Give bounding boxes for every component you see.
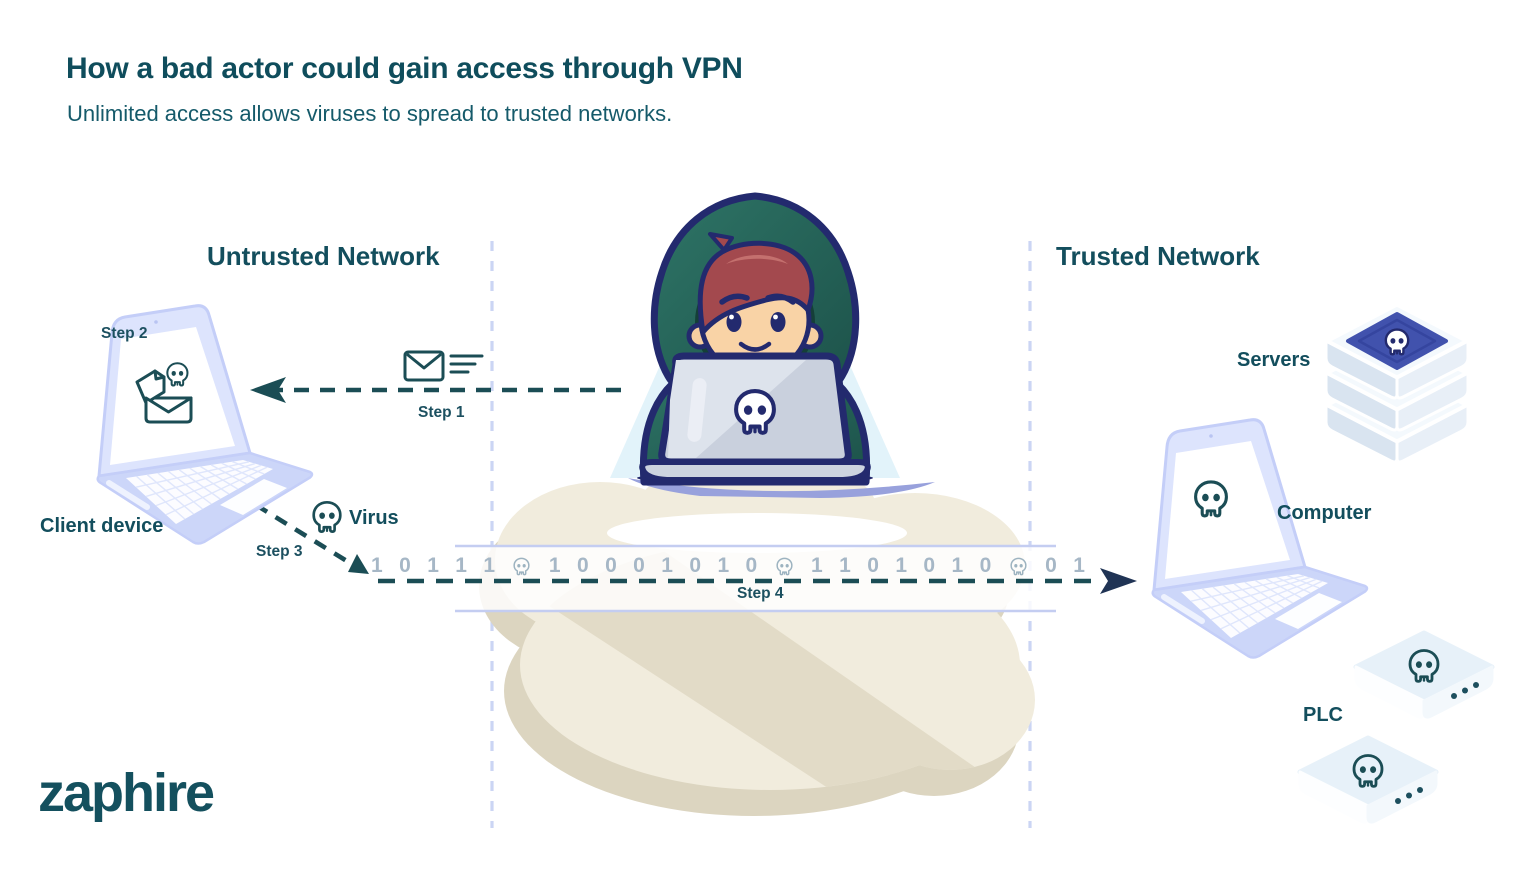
skull-glyph — [1010, 557, 1027, 575]
binary-digit: 1 — [455, 554, 467, 577]
binary-digit: 0 — [633, 554, 645, 577]
page-title: How a bad actor could gain access throug… — [66, 52, 743, 85]
hacker-shadow — [628, 478, 935, 498]
page-subtitle: Unlimited access allows viruses to sprea… — [67, 101, 673, 126]
step2-label: Step 2 — [101, 325, 148, 342]
step1-label: Step 1 — [418, 404, 465, 421]
step3-arrow — [254, 503, 369, 574]
binary-digit: 1 — [811, 554, 823, 577]
skull-glyph — [776, 557, 793, 575]
skull-glyph — [513, 557, 531, 575]
computer-label: Computer — [1277, 502, 1372, 524]
trusted-network-heading: Trusted Network — [1056, 241, 1260, 271]
step1-arrow — [250, 377, 630, 403]
hacker-illustration — [610, 192, 935, 498]
zaphire-logo: zaphire — [38, 763, 215, 823]
servers-label: Servers — [1237, 349, 1311, 371]
vpn-cloud-illustration — [479, 455, 1035, 816]
binary-digit: 0 — [745, 554, 758, 577]
network-divider-lines — [490, 241, 1032, 828]
step3-label: Step 3 — [256, 543, 303, 560]
plc-label: PLC — [1303, 704, 1343, 726]
binary-digit: 0 — [605, 554, 617, 577]
vpn-tunnel-band — [455, 544, 1056, 613]
email-send-icon — [403, 350, 484, 382]
virus-label: Virus — [349, 507, 399, 529]
hacker-laptop-base — [639, 459, 871, 483]
binary-digit: 1 — [548, 554, 561, 577]
binary-digit: 0 — [923, 554, 936, 577]
binary-digit: 0 — [867, 554, 879, 577]
infected-email-icon — [135, 362, 193, 424]
binary-digit: 1 — [427, 554, 439, 577]
binary-digit: 0 — [1045, 554, 1057, 577]
binary-digit: 1 — [951, 554, 964, 577]
binary-digit: 1 — [1073, 554, 1085, 577]
binary-digit: 1 — [839, 554, 851, 577]
binary-digit: 1 — [895, 554, 907, 577]
virus-skull-icon — [312, 500, 342, 533]
trusted-computer-illustration — [1153, 420, 1367, 658]
binary-digit: 1 — [483, 554, 496, 577]
hacker-hair — [697, 240, 815, 335]
servers-illustration — [1323, 301, 1471, 464]
plc-box-1 — [1353, 630, 1495, 719]
untrusted-network-heading: Untrusted Network — [207, 241, 440, 271]
plc-box-2 — [1297, 735, 1439, 824]
binary-digit: 0 — [979, 554, 992, 577]
binary-digit: 0 — [689, 554, 702, 577]
binary-digit: 1 — [661, 554, 673, 577]
client-device-label: Client device — [40, 515, 164, 537]
binary-digit: 1 — [371, 554, 383, 577]
binary-digit: 1 — [717, 554, 730, 577]
binary-digit: 0 — [576, 554, 589, 577]
step4-arrow — [378, 568, 1137, 594]
step4-label: Step 4 — [737, 585, 784, 602]
binary-digit: 0 — [399, 554, 411, 577]
